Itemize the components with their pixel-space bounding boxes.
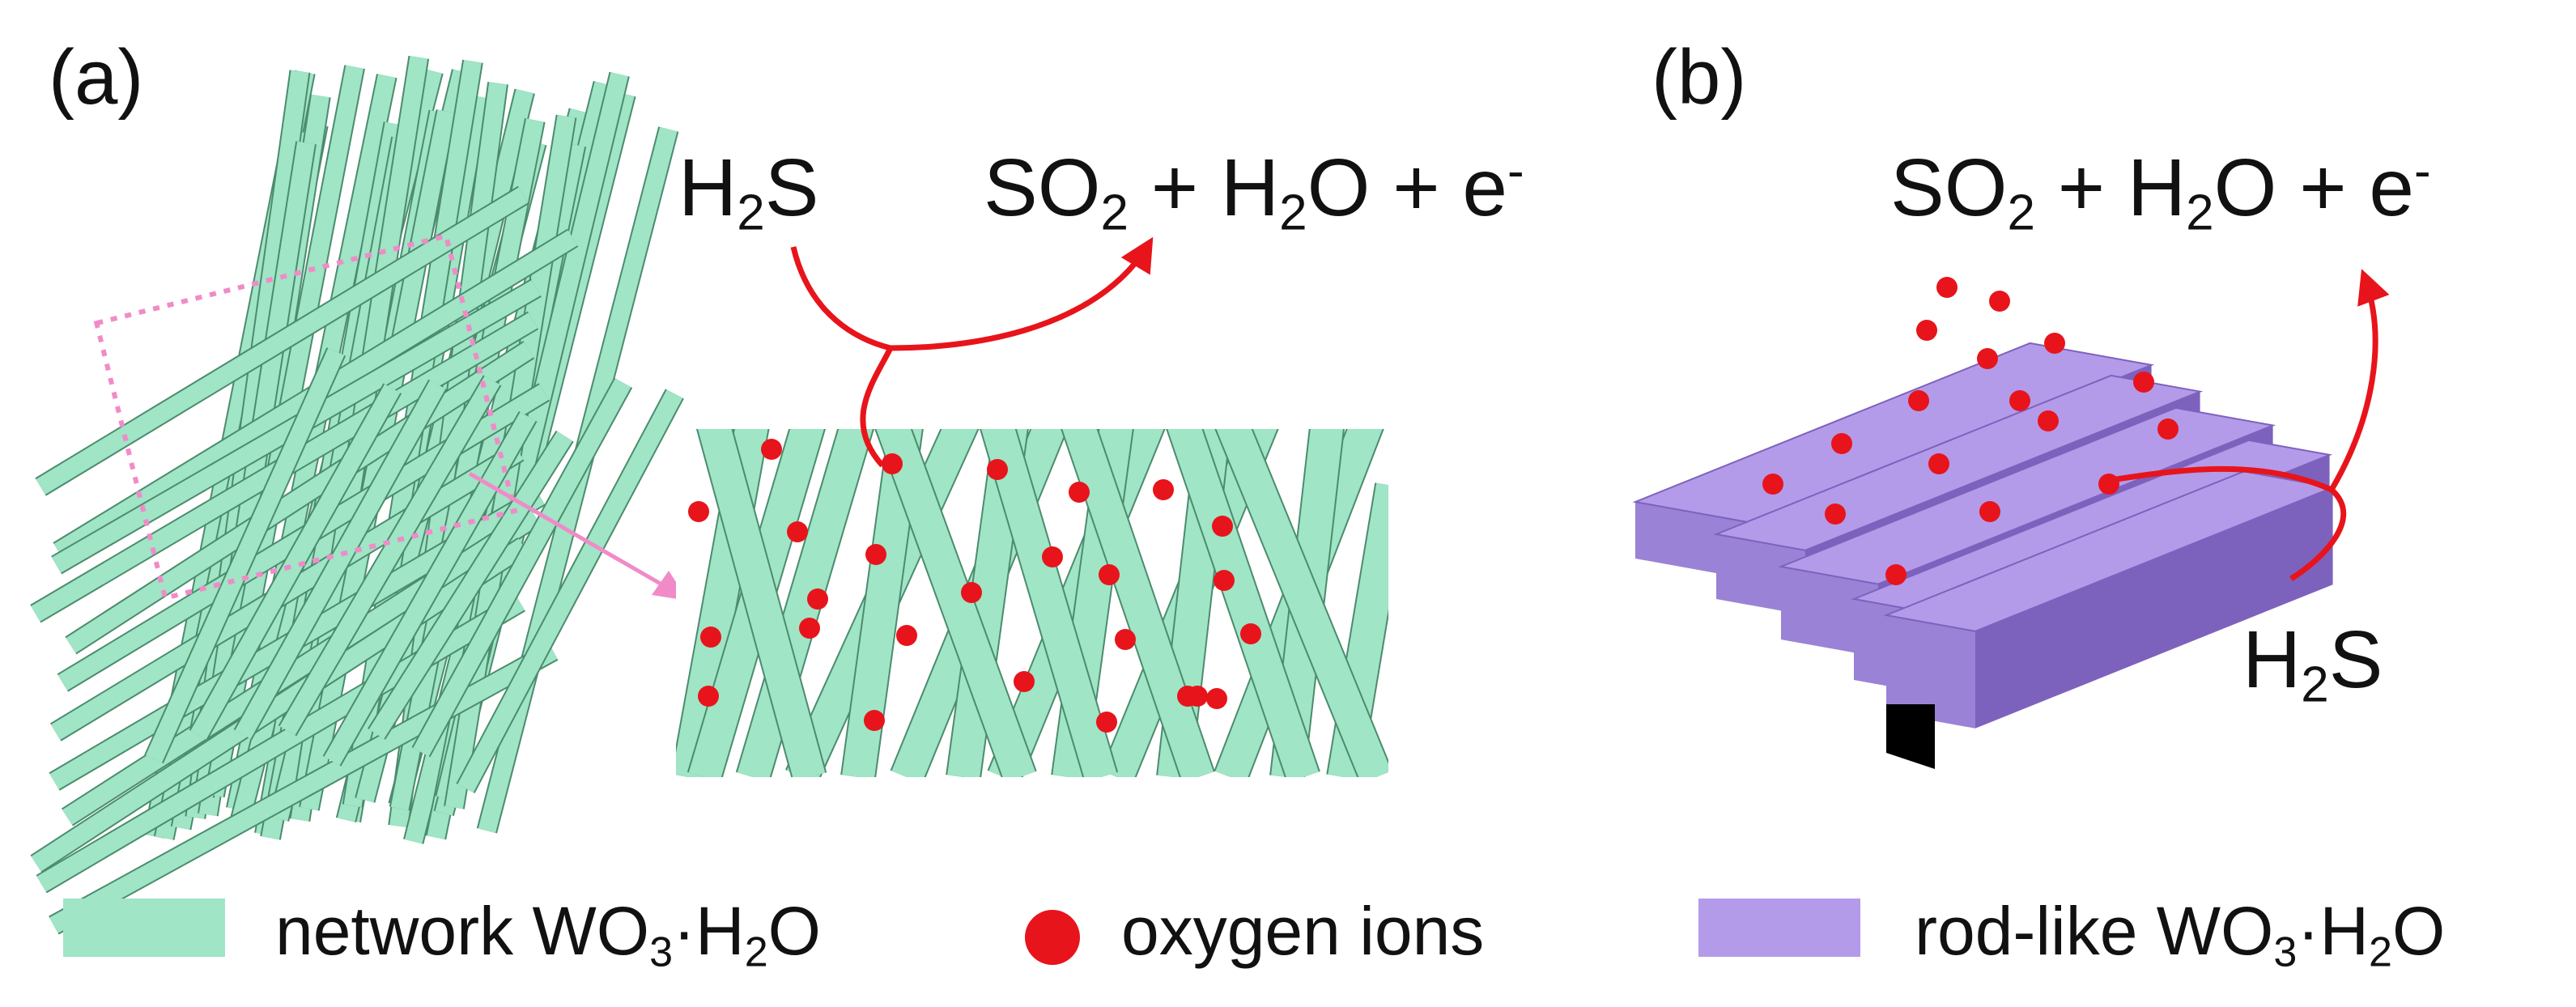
legend-rod-label: rod-like WO3·H2O [1915,893,2446,976]
zoom-rod [981,429,1117,777]
oxygen-ion [896,625,917,646]
network-rod [457,389,683,793]
network-rod [66,342,534,653]
network-rod [300,109,456,811]
oxygen-ion [882,453,903,474]
oxygen-ion [1825,504,1846,525]
zoom-rod [737,429,873,777]
zoom-rod [876,429,1035,777]
reaction-arrow-b [2100,465,2347,581]
oxygen-ion [1115,629,1136,650]
oxygen-ion [1069,482,1090,503]
oxygen-ion [961,582,982,603]
panel-b-label: (b) [1651,34,1747,121]
oxygen-ion [2157,419,2179,440]
oxygen-ion [2038,410,2059,431]
zoom-rod [1216,429,1388,777]
panel-b-product: SO2 + H2O + e- [1890,142,2431,241]
legend-oxygen-ion-swatch [1025,910,1080,965]
zoom-region-box [93,232,518,601]
oxygen-ion [1762,474,1783,495]
network-rod [235,380,446,739]
reaction-arrow-b-product [2328,269,2390,491]
oxygen-ion [1989,291,2010,312]
oxygen-ion [1212,516,1233,537]
rod-block-shadow [1886,704,1935,769]
network-zoom-illustration [676,429,1388,777]
panel-a-label: (a) [49,34,144,121]
oxygen-ion [1885,564,1906,585]
oxygen-ion [1916,320,1937,341]
oxygen-ion [1908,390,1929,411]
oxygen-ion [700,627,721,648]
rod-block-side [1975,487,2333,729]
panel-a-product: SO2 + H2O + e- [984,142,1524,241]
oxygen-ion [1042,546,1063,567]
network-rod [190,384,401,740]
oxygen-ion [1831,433,1852,454]
panel-b-reactant: H2S [2242,614,2383,713]
network-rod [145,347,345,763]
zoom-rod [1062,429,1214,777]
oxygen-ion [807,588,828,610]
network-rod [31,538,529,872]
rod-like-wo3-illustration [1632,342,2336,769]
oxygen-ion [2009,390,2030,411]
oxygen-ion [1936,277,1958,298]
oxygen-ion [761,439,782,460]
oxygen-ion [787,521,808,542]
reaction-arrow-a-product [890,236,1154,351]
legend-oxygen-ions-label: oxygen ions [1121,893,1485,969]
rod-block-top [1778,406,2276,585]
oxygen-ion [1014,671,1035,692]
network-rod [279,376,500,736]
oxygen-ion [1153,479,1174,500]
oxygen-ion [1096,712,1117,733]
oxygen-ion [1206,688,1227,709]
oxygen-ion [2044,333,2065,354]
legend-network-swatch [63,899,225,957]
network-rod [62,509,541,825]
panel-a-reactant: H2S [678,142,819,241]
network-rod [390,118,544,810]
oxygen-ion [1214,570,1235,591]
legend-rod-swatch [1698,899,1860,957]
oxygen-ion [688,501,709,522]
oxygen-ion [1099,564,1120,585]
zoom-pointer-arrow [468,471,682,597]
network-rod [368,431,573,739]
oxygen-ion [865,544,886,565]
legend-network-label: network WO3·H2O [275,893,822,976]
oxygen-ion [799,618,820,639]
zoom-rod [697,429,826,777]
oxygen-ion [987,459,1008,480]
oxygen-ion [698,686,719,707]
oxygen-ion [1187,686,1208,707]
oxygen-ion [864,710,885,731]
network-rod [324,412,536,766]
oxygen-ion [1979,501,2000,522]
oxygen-ion [2133,372,2154,393]
network-wo3-illustration [30,55,684,935]
oxygen-ion [1977,348,1998,369]
network-rod [36,187,529,495]
network-rod [49,643,558,933]
zoom-rod [1167,429,1319,777]
oxygen-ions-panel-a [688,439,1261,733]
network-rod [413,378,631,757]
rod-block-end [1886,615,1975,729]
oxygen-ion [1240,623,1261,644]
oxygen-ion [1928,453,1949,474]
